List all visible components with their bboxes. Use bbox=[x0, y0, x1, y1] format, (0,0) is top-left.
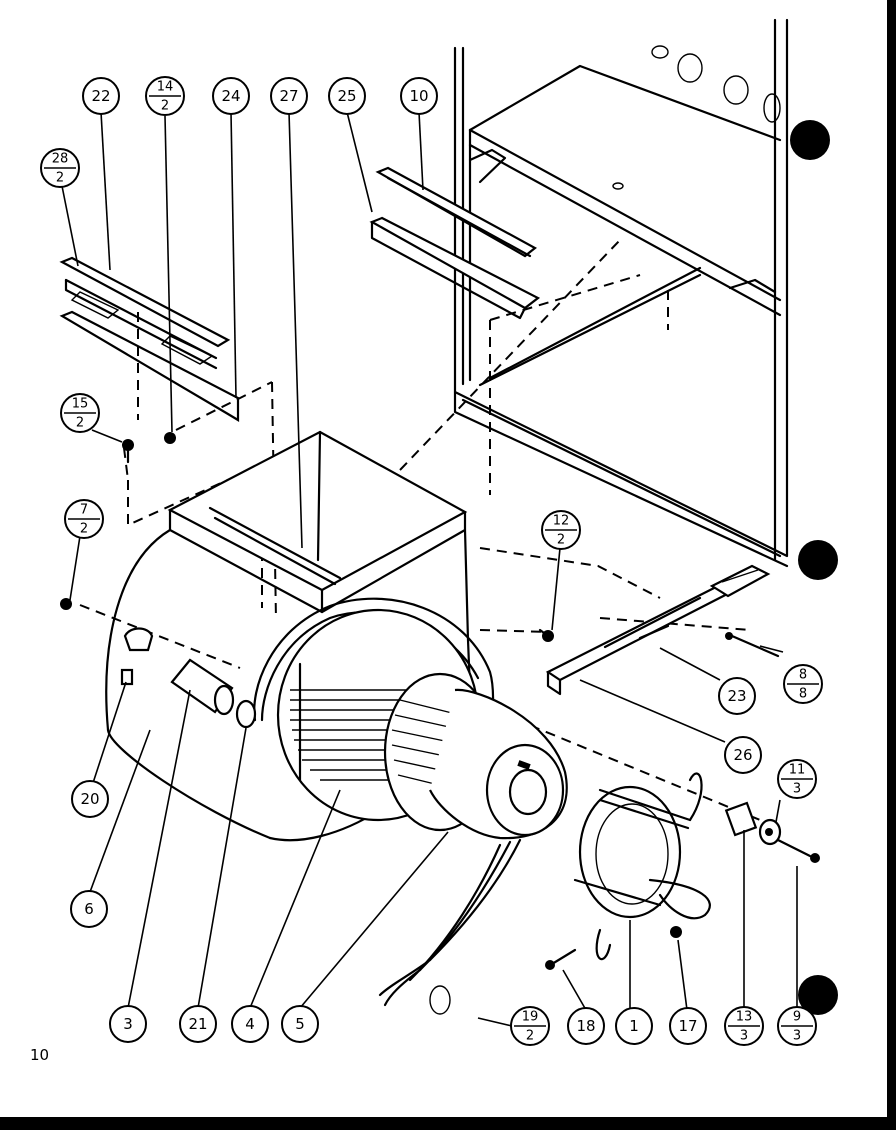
left-bracket-parts bbox=[59, 256, 240, 422]
callout-12-2: 12 2 bbox=[541, 510, 581, 550]
callout-8-8: 8 8 bbox=[783, 664, 823, 704]
svg-text:25: 25 bbox=[337, 87, 356, 105]
svg-text:2: 2 bbox=[76, 416, 84, 431]
callout-18: 18 bbox=[567, 1007, 605, 1045]
svg-text:24: 24 bbox=[221, 87, 240, 105]
svg-text:2: 2 bbox=[56, 171, 64, 186]
svg-text:2: 2 bbox=[557, 533, 565, 548]
svg-text:11: 11 bbox=[789, 763, 806, 778]
svg-text:22: 22 bbox=[91, 87, 110, 105]
callout-26: 26 bbox=[724, 736, 762, 774]
svg-text:18: 18 bbox=[576, 1017, 595, 1035]
callout-19-2: 19 2 bbox=[510, 1006, 550, 1046]
callout-3: 3 bbox=[109, 1005, 147, 1043]
callout-17: 17 bbox=[669, 1007, 707, 1045]
callout-21: 21 bbox=[179, 1005, 217, 1043]
svg-text:2: 2 bbox=[526, 1029, 534, 1044]
small-hardware bbox=[60, 432, 554, 642]
callout-7-2: 7 2 bbox=[64, 499, 104, 539]
callout-11-3: 11 3 bbox=[777, 759, 817, 799]
svg-text:20: 20 bbox=[80, 790, 99, 808]
page-number: 10 bbox=[30, 1046, 50, 1064]
callout-9-3: 9 3 bbox=[777, 1006, 817, 1046]
svg-text:9: 9 bbox=[793, 1010, 801, 1025]
svg-text:8: 8 bbox=[799, 668, 807, 683]
callout-1: 1 bbox=[615, 1007, 653, 1045]
capacitor-3 bbox=[170, 658, 235, 716]
callout-20: 20 bbox=[71, 780, 109, 818]
svg-text:4: 4 bbox=[245, 1015, 255, 1033]
motor-mount-band bbox=[545, 772, 820, 970]
svg-text:7: 7 bbox=[80, 503, 88, 518]
svg-text:8: 8 bbox=[799, 687, 807, 702]
rail-assembly bbox=[545, 564, 780, 696]
svg-text:5: 5 bbox=[295, 1015, 305, 1033]
svg-text:2: 2 bbox=[80, 522, 88, 537]
svg-text:12: 12 bbox=[553, 514, 570, 529]
svg-text:19: 19 bbox=[522, 1010, 539, 1025]
callout-24: 24 bbox=[212, 77, 250, 115]
svg-text:21: 21 bbox=[188, 1015, 207, 1033]
svg-text:27: 27 bbox=[279, 87, 298, 105]
svg-text:3: 3 bbox=[793, 1029, 801, 1044]
callout-14-2: 14 2 bbox=[145, 76, 185, 116]
svg-text:15: 15 bbox=[72, 397, 89, 412]
svg-text:2: 2 bbox=[161, 99, 169, 114]
svg-text:26: 26 bbox=[733, 746, 752, 764]
callout-28-2: 28 2 bbox=[40, 148, 80, 188]
callout-22: 22 bbox=[82, 77, 120, 115]
svg-text:23: 23 bbox=[727, 687, 746, 705]
leader-lines bbox=[61, 111, 798, 1027]
strap-21 bbox=[235, 699, 257, 729]
svg-text:1: 1 bbox=[629, 1017, 639, 1035]
svg-text:13: 13 bbox=[736, 1010, 753, 1025]
callout-25: 25 bbox=[328, 77, 366, 115]
svg-text:17: 17 bbox=[678, 1017, 697, 1035]
svg-text:3: 3 bbox=[793, 782, 801, 797]
svg-text:3: 3 bbox=[740, 1029, 748, 1044]
cap-20 bbox=[120, 627, 154, 686]
svg-text:10: 10 bbox=[409, 87, 428, 105]
callout-15-2: 15 2 bbox=[60, 393, 100, 433]
callout-5: 5 bbox=[281, 1005, 319, 1043]
blower-wheel-motor bbox=[378, 672, 568, 1015]
callout-27: 27 bbox=[270, 77, 308, 115]
svg-text:3: 3 bbox=[123, 1015, 133, 1033]
support-channels bbox=[369, 166, 541, 320]
svg-text:28: 28 bbox=[52, 152, 69, 167]
callout-13-3: 13 3 bbox=[724, 1006, 764, 1046]
callout-6: 6 bbox=[70, 890, 108, 928]
callout-10: 10 bbox=[400, 77, 438, 115]
svg-text:14: 14 bbox=[157, 80, 174, 95]
svg-text:6: 6 bbox=[84, 900, 94, 918]
callout-23: 23 bbox=[718, 677, 756, 715]
cabinet bbox=[453, 18, 838, 1015]
callout-4: 4 bbox=[231, 1005, 269, 1043]
